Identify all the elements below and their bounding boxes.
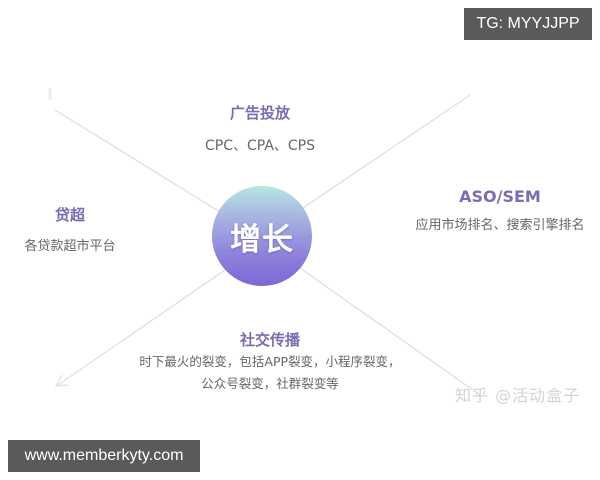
node-aso-sem-desc: 应用市场排名、搜索引擎排名 [415,218,585,233]
node-advertising-title: 广告投放 [229,104,290,122]
node-loan-market-desc: 各贷款超市平台 [24,239,116,254]
connector-top-left [54,109,221,213]
arrowhead-bottom-left-icon [54,374,69,387]
node-aso-sem: ASO/SEM 应用市场排名、搜索引擎排名 [400,188,600,236]
connector-bottom-right [299,267,481,396]
node-advertising: 广告投放 CPC、CPA、CPS [185,104,335,157]
node-social-spread-desc-line2: 公众号裂变，社群裂变等 [201,376,339,391]
connector-bottom-left [57,269,226,386]
node-social-spread: 社交传播 时下最火的裂变，包括APP裂变，小程序裂变， 公众号裂变，社群裂变等 [110,331,430,395]
growth-hub: 增长 [212,186,312,286]
url-badge: www.memberkyty.com [8,440,200,472]
node-aso-sem-title: ASO/SEM [459,187,541,206]
node-social-spread-title: 社交传播 [239,331,300,349]
connector-top-right [299,94,471,211]
node-social-spread-desc-line1: 时下最火的裂变，包括APP裂变，小程序裂变， [139,354,401,369]
zhihu-watermark: 知乎 @活动盒子 [455,386,581,405]
node-loan-market-title: 贷超 [54,206,85,224]
hub-label: 增长 [230,221,294,258]
node-advertising-desc: CPC、CPA、CPS [205,138,315,154]
node-loan-market: 贷超 各贷款超市平台 [0,206,140,257]
tg-badge: TG: MYYJJPP [464,8,592,40]
